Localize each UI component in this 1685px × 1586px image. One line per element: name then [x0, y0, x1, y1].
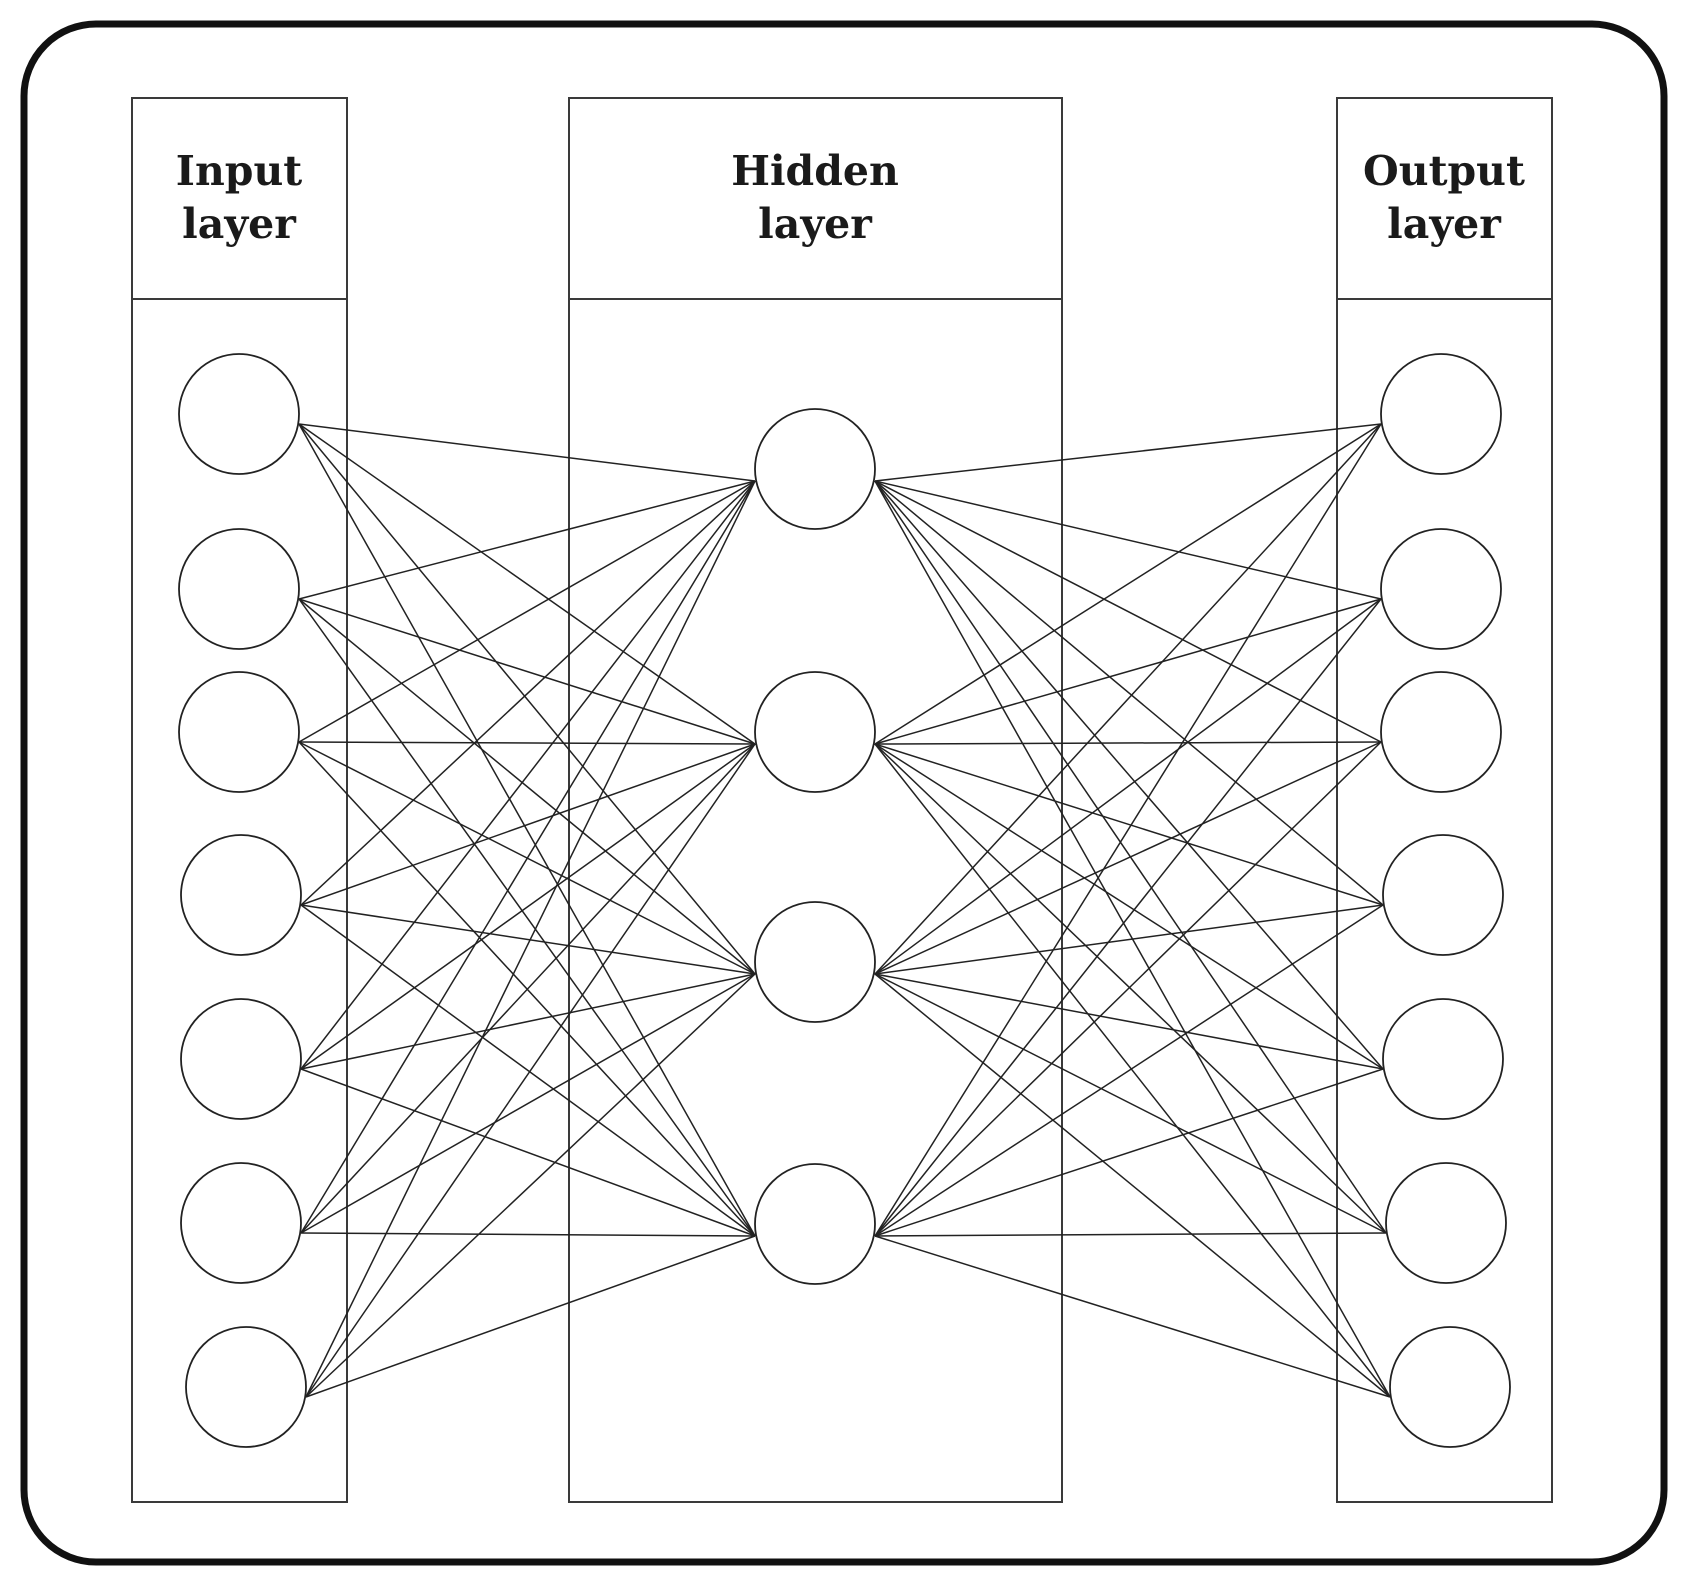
edge-input-6-hidden-2	[300, 743, 756, 1234]
output-layer-title-line2: layer	[1387, 200, 1502, 248]
input-node-7	[185, 1326, 307, 1448]
connection-edges	[298, 423, 1391, 1398]
edge-input-2-hidden-2	[298, 598, 756, 745]
edge-input-7-hidden-2	[305, 743, 756, 1398]
edge-hidden-4-output-1	[874, 423, 1382, 1237]
input-layer-body-box	[131, 298, 348, 1503]
edge-input-4-hidden-1	[300, 480, 756, 906]
edge-hidden-2-output-4	[874, 743, 1384, 906]
edge-hidden-2-output-3	[874, 741, 1382, 745]
edge-hidden-3-output-2	[874, 598, 1382, 975]
output-node-7	[1389, 1326, 1511, 1448]
input-node-4	[180, 834, 302, 956]
edge-input-2-hidden-3	[298, 598, 756, 975]
input-layer-title-line1: Input	[176, 147, 302, 195]
hidden-layer-body-box	[568, 298, 1063, 1503]
edge-input-1-hidden-2	[298, 423, 756, 745]
edge-input-6-hidden-3	[300, 973, 756, 1234]
hidden-layer-title-line2: layer	[758, 200, 873, 248]
edge-hidden-2-output-6	[874, 743, 1387, 1234]
outer-frame	[20, 20, 1668, 1566]
layer-column-input: Input layer	[131, 97, 348, 1503]
edge-hidden-4-output-5	[874, 1068, 1384, 1237]
edge-input-5-hidden-4	[300, 1068, 756, 1237]
edge-hidden-1-output-2	[874, 480, 1382, 600]
edge-input-3-hidden-1	[298, 480, 756, 743]
output-node-4	[1382, 834, 1504, 956]
edge-hidden-4-output-6	[874, 1232, 1387, 1237]
edge-input-7-hidden-4	[305, 1235, 756, 1398]
edge-input-7-hidden-3	[305, 973, 756, 1398]
edge-hidden-1-output-4	[874, 480, 1384, 906]
edge-input-4-hidden-4	[300, 904, 756, 1237]
edge-input-1-hidden-3	[298, 423, 756, 975]
edge-hidden-3-output-5	[874, 973, 1384, 1070]
output-layer-title-line1: Output	[1363, 147, 1525, 195]
edge-hidden-3-output-4	[874, 904, 1384, 975]
edge-input-7-hidden-1	[305, 480, 756, 1398]
hidden-layer-header-box	[568, 97, 1063, 300]
hidden-layer-title-line1: Hidden	[731, 147, 899, 195]
output-layer-header-box	[1336, 97, 1553, 300]
input-node-3	[178, 671, 300, 793]
hidden-node-2	[754, 671, 876, 793]
neuron-nodes	[178, 353, 1511, 1448]
edge-hidden-4-output-2	[874, 598, 1382, 1237]
edge-hidden-4-output-7	[874, 1235, 1391, 1398]
edge-input-5-hidden-1	[300, 480, 756, 1070]
edge-hidden-3-output-7	[874, 973, 1391, 1398]
edge-hidden-3-output-6	[874, 973, 1387, 1234]
edge-hidden-1-output-3	[874, 480, 1382, 743]
edge-hidden-2-output-5	[874, 743, 1384, 1070]
edge-hidden-4-output-4	[874, 904, 1384, 1237]
output-layer-body-box	[1336, 298, 1553, 1503]
edge-input-1-hidden-4	[298, 423, 756, 1237]
input-layer-header-box	[131, 97, 348, 300]
hidden-node-3	[754, 901, 876, 1023]
edge-hidden-3-output-3	[874, 741, 1382, 975]
input-node-6	[180, 1162, 302, 1284]
input-node-1	[178, 353, 300, 475]
output-node-5	[1382, 998, 1504, 1120]
edge-input-1-hidden-1	[298, 423, 756, 482]
input-node-2	[178, 528, 300, 650]
edge-hidden-2-output-1	[874, 423, 1382, 745]
edge-input-6-hidden-4	[300, 1232, 756, 1237]
hidden-node-1	[754, 408, 876, 530]
edge-hidden-1-output-1	[874, 423, 1382, 482]
edge-hidden-4-output-3	[874, 741, 1382, 1237]
output-node-6	[1385, 1162, 1507, 1284]
edge-input-4-hidden-3	[300, 904, 756, 975]
edge-input-2-hidden-4	[298, 598, 756, 1237]
edge-hidden-3-output-1	[874, 423, 1382, 975]
layer-column-output: Output layer	[1336, 97, 1553, 1503]
edge-input-5-hidden-3	[300, 973, 756, 1070]
layer-column-hidden: Hidden layer	[568, 97, 1063, 1503]
edge-input-2-hidden-1	[298, 480, 756, 600]
output-node-2	[1380, 528, 1502, 650]
edge-hidden-2-output-2	[874, 598, 1382, 745]
edge-input-3-hidden-2	[298, 741, 756, 745]
hidden-node-4	[754, 1163, 876, 1285]
edge-hidden-1-output-5	[874, 480, 1384, 1070]
edge-hidden-2-output-7	[874, 743, 1391, 1398]
input-layer-title-line2: layer	[182, 200, 297, 248]
output-node-3	[1380, 671, 1502, 793]
output-node-1	[1380, 353, 1502, 475]
edge-input-4-hidden-2	[300, 743, 756, 906]
edge-input-6-hidden-1	[300, 480, 756, 1234]
input-node-5	[180, 998, 302, 1120]
edge-input-5-hidden-2	[300, 743, 756, 1070]
